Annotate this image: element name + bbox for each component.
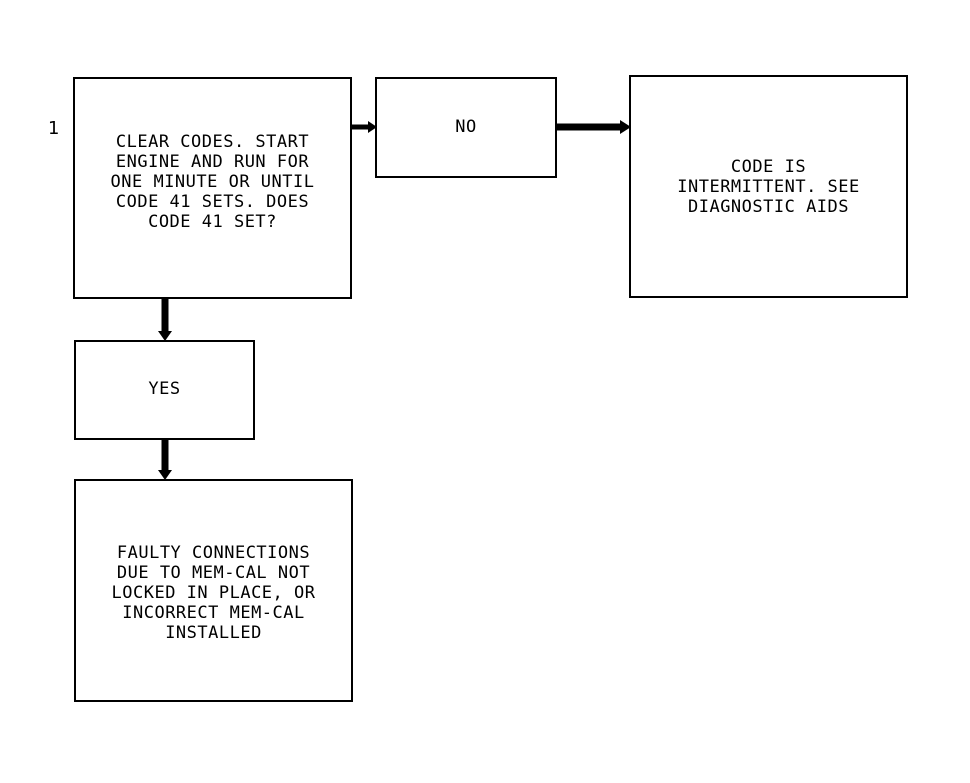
- arrow-yes-to-result: [158, 440, 172, 480]
- yes-label: YES: [148, 379, 181, 399]
- intermittent-text: CODE IS INTERMITTENT. SEE DIAGNOSTIC AID…: [677, 157, 860, 217]
- arrow-question-to-no: [352, 121, 377, 133]
- no-label: NO: [455, 116, 477, 137]
- result-text: FAULTY CONNECTIONS DUE TO MEM-CAL NOT LO…: [111, 543, 316, 643]
- result-box: FAULTY CONNECTIONS DUE TO MEM-CAL NOT LO…: [74, 479, 353, 702]
- step-number: 1: [48, 118, 60, 139]
- intermittent-box: CODE IS INTERMITTENT. SEE DIAGNOSTIC AID…: [629, 75, 908, 298]
- question-text: CLEAR CODES. START ENGINE AND RUN FOR ON…: [110, 132, 315, 232]
- question-box: CLEAR CODES. START ENGINE AND RUN FOR ON…: [73, 77, 352, 299]
- yes-box: YES: [74, 340, 255, 440]
- arrow-question-to-yes: [158, 299, 172, 341]
- arrow-no-to-intermittent: [557, 120, 631, 134]
